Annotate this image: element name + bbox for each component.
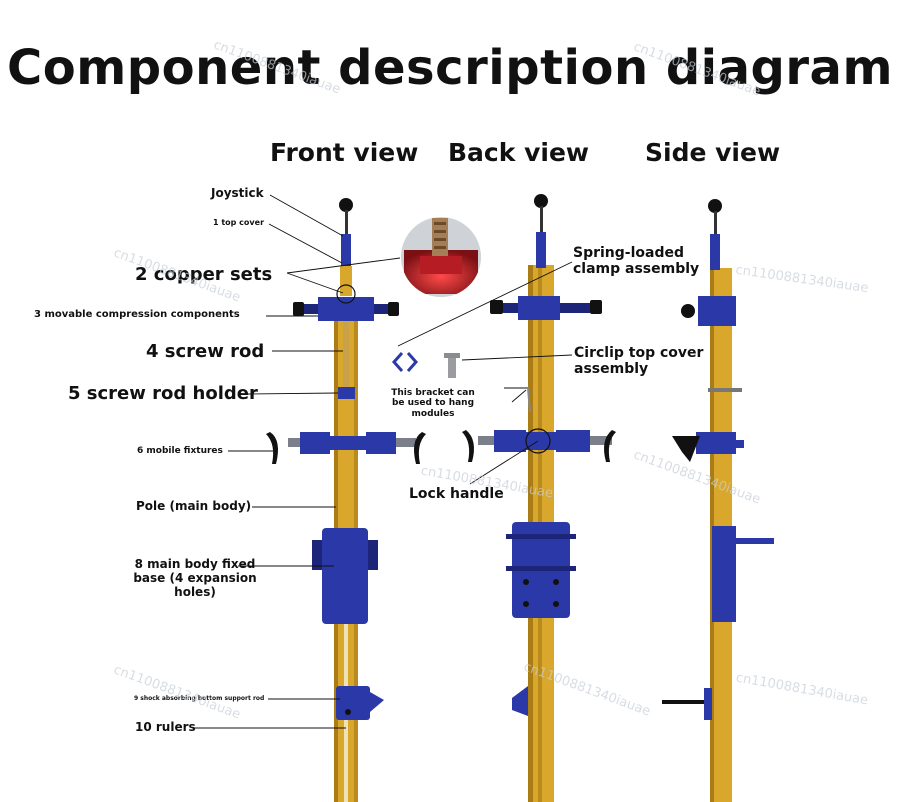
side-view-heading: Side view: [645, 138, 781, 167]
front-shock-rod-block: [336, 686, 370, 720]
front-top-cover: [341, 234, 351, 266]
leader-lines: [192, 194, 573, 729]
label-bracket-note: This bracket can be used to hang modules: [391, 388, 475, 419]
label-movable-compression: 3 movable compression components: [34, 309, 240, 320]
front-ruler: [344, 560, 348, 802]
label-pole: Pole (main body): [136, 499, 252, 513]
copper-sets-detail: [401, 217, 481, 297]
circlip-cover-icon: [444, 353, 460, 378]
front-view-assembly: [266, 198, 426, 802]
label-top-cover: 1 top cover: [213, 218, 265, 227]
front-main-base: [322, 528, 368, 624]
label-spring-loaded: Spring-loaded clamp assembly: [573, 245, 700, 278]
label-shock-absorbing: 9 shock absorbing bottom support rod: [134, 695, 265, 702]
diagram-title: Component description diagram: [7, 40, 893, 96]
label-mobile-fixtures: 6 mobile fixtures: [137, 446, 223, 456]
label-rulers: 10 rulers: [135, 720, 196, 734]
front-compression-block: [318, 297, 374, 321]
label-main-body-base: 8 main body fixed base (4 expansion hole…: [133, 557, 257, 599]
label-circlip: Circlip top cover assembly: [574, 345, 704, 378]
label-copper-sets: 2 copper sets: [135, 264, 273, 285]
front-view-heading: Front view: [270, 138, 419, 167]
back-view-heading: Back view: [448, 138, 589, 167]
bracket-hook-icon: [391, 352, 419, 372]
label-joystick: Joystick: [211, 186, 264, 200]
side-view-assembly: [662, 199, 774, 802]
label-screw-rod-holder: 5 screw rod holder: [68, 383, 258, 404]
front-joystick-knob: [339, 198, 353, 212]
label-lock-handle: Lock handle: [409, 486, 504, 502]
label-screw-rod: 4 screw rod: [146, 341, 265, 362]
back-view-assembly: [462, 194, 616, 802]
